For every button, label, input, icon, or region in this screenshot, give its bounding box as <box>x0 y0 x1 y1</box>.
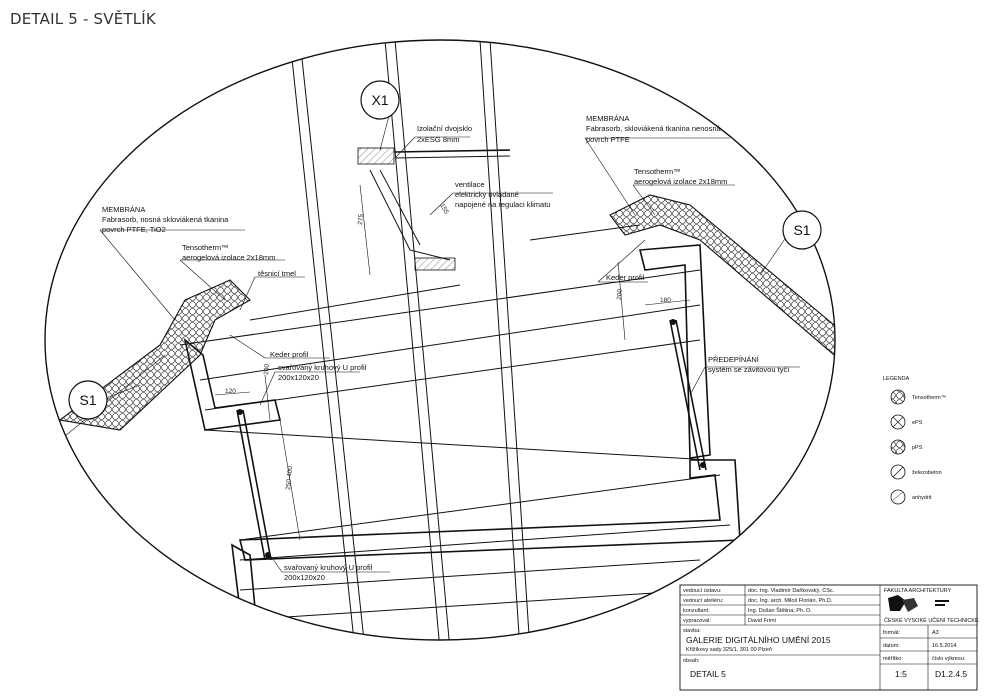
label-ventilace-l2: elektricky ovládané <box>455 190 519 199</box>
label-membrana-right-l2: povrch PTFE <box>586 135 630 144</box>
u-profile-left <box>183 337 281 431</box>
label-membrana-left-l2: povrch PTFE, TiO2 <box>102 225 166 234</box>
tension-rod-left <box>236 409 272 561</box>
bubble-s1-right: S1 <box>782 210 822 250</box>
label-membrana-right-l1: Fabrasorb, skloviákená tkanina nenosná <box>586 124 721 133</box>
sheet-content: DETAIL 5 <box>690 669 726 679</box>
tension-rod-right <box>669 319 707 471</box>
label-ventilace-l3: napojené na regulaci klimatu <box>455 200 550 209</box>
dim-275: 275 <box>357 213 365 225</box>
label-membrana-left-l1: Fabrasorb, nosná skloviákená tkanina <box>102 215 229 224</box>
label-keder-right: Keder profil <box>606 273 645 282</box>
svg-text:doc. Ing. Vladimír Daňkovský,: doc. Ing. Vladimír Daňkovský, CSc. <box>748 588 835 594</box>
label-tensotherm-right-sub: aerogelová izolace 2x18mm <box>634 177 727 186</box>
label-izolacni-title: Izolační dvojsklo <box>417 124 472 133</box>
vertical-structure-lines <box>289 40 531 640</box>
leader-lines <box>99 111 800 573</box>
beam-lines <box>179 269 731 621</box>
bubble-x1: X1 <box>360 80 400 120</box>
faculty-name: FAKULTA ARCHITEKTURY <box>884 588 952 594</box>
label-svarovany-bottom-l1: svařovaný kruhový U profil <box>284 563 373 572</box>
svg-text:konzultant:: konzultant: <box>683 608 710 614</box>
title-block: vedoucí ústavu: doc. Ing. Vladimír Daňko… <box>679 584 979 691</box>
label-membrana-right-title: MEMBRÁNA <box>586 114 629 123</box>
label-ventilace-l1: ventilace <box>455 180 485 189</box>
label-tensotherm-right-title: Tensotherm™ <box>634 167 681 176</box>
svg-text:doc. Ing. arch. Miloš Florián,: doc. Ing. arch. Miloš Florián, Ph.D. <box>748 598 833 604</box>
page-title: DETAIL 5 - SVĚTLÍK <box>10 10 156 28</box>
svg-text:formát:: formát: <box>883 630 901 636</box>
dim-120: 120 <box>225 388 236 395</box>
svg-text:Ing. Dušan Štětina, Ph. D.: Ing. Dušan Štětina, Ph. D. <box>748 607 812 614</box>
u-profile-right <box>638 244 711 459</box>
pps-hatch-icon <box>890 439 906 455</box>
svg-text:vedoucí ústavu:: vedoucí ústavu: <box>683 588 722 594</box>
svg-text:pPS: pPS <box>912 445 923 451</box>
svg-text:16.5.2014: 16.5.2014 <box>932 643 956 649</box>
label-svarovany-top-l2: 200x120x20 <box>278 373 319 382</box>
svg-text:S1: S1 <box>79 392 96 408</box>
svg-text:železobeton: železobeton <box>912 470 942 476</box>
dim-200-left: 200 <box>263 363 271 375</box>
label-tensotherm-left-title: Tensotherm™ <box>182 243 229 252</box>
label-keder-left: Keder profil <box>270 350 309 359</box>
university-logo-icon <box>888 595 949 612</box>
label-predepinani-sub: systém se závitovou tyčí <box>708 365 790 374</box>
dim-155: 155 <box>438 203 450 216</box>
label-svarovany-bottom-l2: 200x120x20 <box>284 573 325 582</box>
svg-text:David Frimi: David Frimi <box>748 618 776 624</box>
label-tesnici-tmel: těsnicí tmel <box>258 269 296 278</box>
legend-title: LEGENDA <box>883 376 910 382</box>
legend-item-pps: pPS <box>890 439 923 455</box>
legend-item-zelezobeton: železobeton <box>890 464 942 480</box>
svg-text:D1.2.4.5: D1.2.4.5 <box>935 669 967 679</box>
label-izolacni-sub: 2xESG 8mm <box>417 135 460 144</box>
dimension-lines <box>214 184 691 541</box>
tensotherm-hatch-icon <box>890 389 906 405</box>
svg-text:stavba:: stavba: <box>683 628 701 634</box>
svg-text:X1: X1 <box>371 92 388 108</box>
membrane-left <box>58 279 251 431</box>
glazing-unit <box>249 147 641 321</box>
svg-text:Tensotherm™: Tensotherm™ <box>912 395 946 401</box>
legend: LEGENDA Tensotherm™ ePS pPS železobeton … <box>883 376 946 505</box>
svg-text:datum:: datum: <box>883 643 900 649</box>
svg-text:Křižíkovy sady 325/1, 301 00 P: Křižíkovy sady 325/1, 301 00 Plzeň <box>686 647 772 653</box>
svg-text:číslo výkresu:: číslo výkresu: <box>932 656 966 662</box>
label-tensotherm-left-sub: aerogelová izolace 2x18mm <box>182 253 275 262</box>
svg-text:anhydrit: anhydrit <box>912 495 932 501</box>
university-name: ČESKÉ VYSOKÉ UČENÍ TECHNICKÉ <box>884 617 979 624</box>
svg-text:obsah:: obsah: <box>683 658 700 664</box>
svg-text:A3: A3 <box>932 630 939 636</box>
dim-250-400: 250-400 <box>285 465 294 490</box>
label-predepinani-title: PŘEDEPÍNÁNÍ <box>708 355 760 364</box>
bubble-s1-left: S1 <box>68 380 108 420</box>
dim-180: 180 <box>660 297 671 304</box>
dim-200-right: 200 <box>616 288 624 300</box>
svg-text:vedoucí ateliéru:: vedoucí ateliéru: <box>683 598 724 604</box>
svg-text:ePS: ePS <box>912 420 923 426</box>
legend-item-tensotherm: Tensotherm™ <box>890 389 946 405</box>
label-membrana-left-title: MEMBRÁNA <box>102 205 145 214</box>
svg-text:1:5: 1:5 <box>895 669 907 679</box>
svg-text:měřítko:: měřítko: <box>883 656 903 662</box>
svg-text:vypracoval:: vypracoval: <box>683 618 711 624</box>
u-profile-lower-right <box>238 459 741 561</box>
project-name: GALERIE DIGITÁLNÍHO UMĚNÍ 2015 <box>686 635 831 645</box>
legend-item-eps: ePS <box>890 414 923 430</box>
svg-text:S1: S1 <box>793 222 810 238</box>
label-svarovany-top-l1: svařovaný kruhový U profil <box>278 363 367 372</box>
legend-item-anhydrit: anhydrit <box>890 489 932 505</box>
